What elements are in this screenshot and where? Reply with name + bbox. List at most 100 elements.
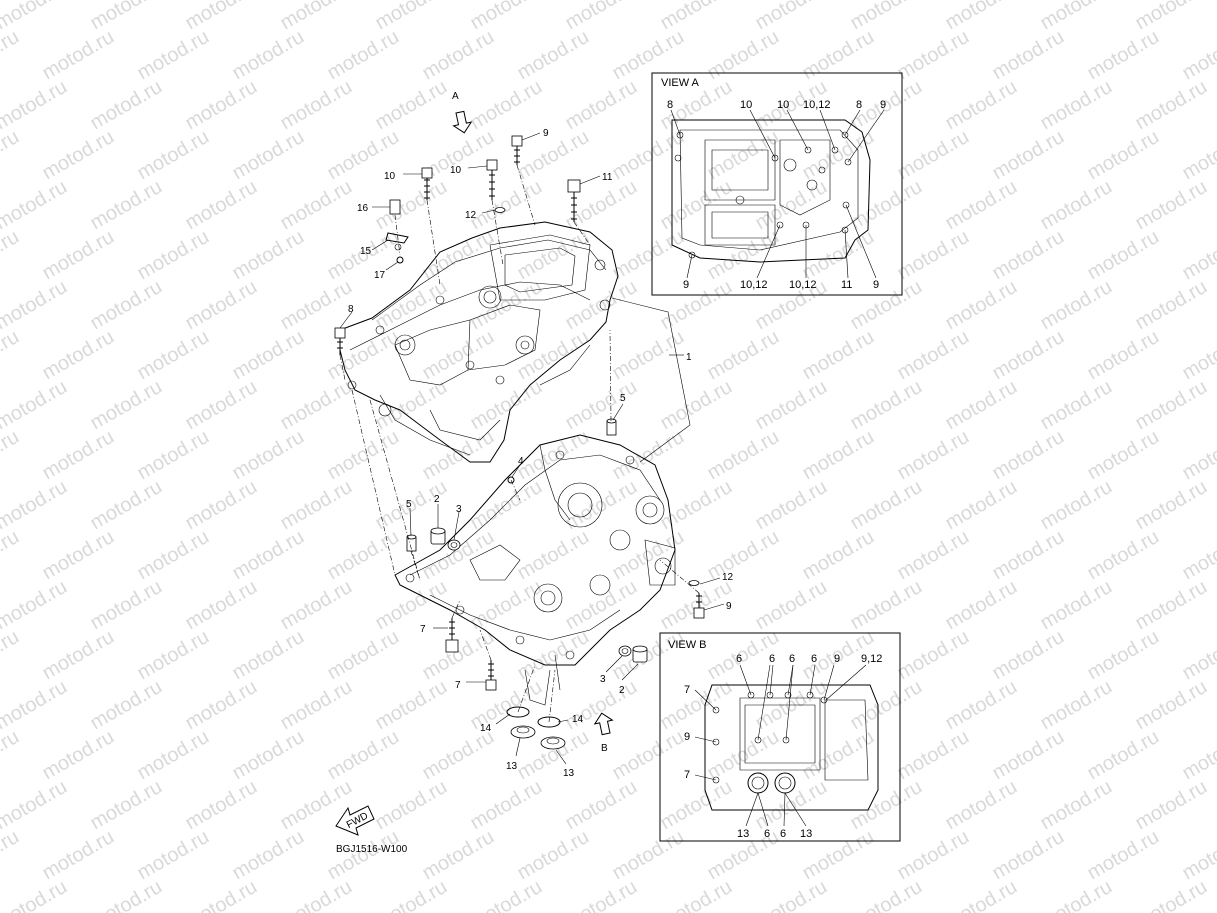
- watermark-text: motod.ru: [942, 0, 1021, 34]
- view-a-label-8: 8: [856, 99, 862, 111]
- watermark-text: motod.ru: [182, 576, 261, 635]
- view-a-panel: [651, 72, 903, 296]
- watermark-text: motod.ru: [419, 826, 498, 885]
- watermark-text: motod.ru: [942, 376, 1021, 435]
- watermark-text: motod.ru: [942, 76, 1021, 135]
- watermark-text: motod.ru: [514, 26, 593, 85]
- watermark-text: motod.ru: [514, 226, 593, 285]
- watermark-text: motod.ru: [134, 826, 213, 885]
- watermark-text: motod.ru: [134, 26, 213, 85]
- watermark-text: motod.ru: [419, 626, 498, 685]
- watermark-text: motod.ru: [942, 876, 1021, 913]
- watermark-text: motod.ru: [467, 376, 546, 435]
- watermark-text: motod.ru: [609, 426, 688, 485]
- watermark-text: motod.ru: [277, 576, 356, 635]
- callout-13: 13: [506, 761, 518, 772]
- watermark-text: motod.ru: [134, 526, 213, 585]
- watermark-text: motod.ru: [1084, 226, 1163, 285]
- view-b-label-6: 6: [769, 653, 775, 665]
- callout-12: 12: [722, 572, 734, 583]
- watermark-text: motod.ru: [39, 826, 118, 885]
- watermark-text: motod.ru: [942, 776, 1021, 835]
- fwd-arrow-icon: [335, 805, 375, 836]
- watermark-text: motod.ru: [134, 726, 213, 785]
- watermark-text: motod.ru: [894, 426, 973, 485]
- watermark-text: motod.ru: [1037, 76, 1116, 135]
- view-a-title: VIEW A: [661, 77, 700, 89]
- watermark-text: motod.ru: [989, 326, 1068, 385]
- watermark-text: motod.ru: [989, 726, 1068, 785]
- watermark-text: motod.ru: [87, 0, 166, 34]
- watermark-text: motod.ru: [467, 476, 546, 535]
- watermark-text: motod.ru: [1037, 176, 1116, 235]
- watermark-text: motod.ru: [87, 876, 166, 913]
- watermark-text: motod.ru: [514, 526, 593, 585]
- callout-11: 11: [602, 172, 613, 183]
- watermark-text: motod.ru: [942, 176, 1021, 235]
- watermark-text: motod.ru: [894, 626, 973, 685]
- view-b-label-13: 13: [800, 828, 812, 840]
- arrow-a-icon: [452, 110, 473, 134]
- watermark-text: motod.ru: [324, 726, 403, 785]
- watermark-text: motod.ru: [134, 126, 213, 185]
- view-b-label-9-12: 9,12: [861, 653, 882, 665]
- watermark-text: motod.ru: [847, 376, 926, 435]
- watermark-text: motod.ru: [277, 76, 356, 135]
- watermark-text: motod.ru: [229, 626, 308, 685]
- callout-3: 3: [456, 504, 462, 515]
- watermark-text: motod.ru: [704, 126, 783, 185]
- watermark-text: motod.ru: [1179, 726, 1217, 785]
- watermark-text: motod.ru: [562, 76, 641, 135]
- watermark-text: motod.ru: [1037, 576, 1116, 635]
- callout-8: 8: [348, 304, 354, 315]
- watermark-text: motod.ru: [39, 226, 118, 285]
- watermark-text: motod.ru: [182, 476, 261, 535]
- watermark-text: motod.ru: [134, 426, 213, 485]
- watermark-text: motod.ru: [894, 726, 973, 785]
- watermark-text: motod.ru: [704, 426, 783, 485]
- watermark-text: motod.ru: [1132, 576, 1211, 635]
- watermark-text: motod.ru: [87, 776, 166, 835]
- view-a-label-10: 10: [740, 99, 752, 111]
- watermark-text: motod.ru: [562, 476, 641, 535]
- view-a-label-11: 11: [841, 279, 852, 291]
- watermark-text: motod.ru: [562, 876, 641, 913]
- callout-9: 9: [543, 128, 549, 139]
- watermark-text: motod.ru: [704, 26, 783, 85]
- watermark-text: motod.ru: [609, 626, 688, 685]
- watermark-text: motod.ru: [609, 126, 688, 185]
- watermark-text: motod.ru: [87, 276, 166, 335]
- arrow-a-label: A: [452, 91, 459, 102]
- callout-16: 16: [357, 203, 369, 214]
- watermark-text: motod.ru: [0, 876, 71, 913]
- watermark-text: motod.ru: [0, 226, 23, 285]
- watermark-text: motod.ru: [1084, 126, 1163, 185]
- callout-5: 5: [406, 499, 412, 510]
- watermark-text: motod.ru: [229, 126, 308, 185]
- plugs-and-orings: [506, 706, 566, 750]
- fwd-label: FWD: [345, 811, 370, 831]
- view-b-title: VIEW B: [668, 639, 707, 651]
- watermark-text: motod.ru: [182, 76, 261, 135]
- view-b-label-6: 6: [780, 828, 786, 840]
- watermark-text: motod.ru: [894, 26, 973, 85]
- view-b-label-6: 6: [764, 828, 770, 840]
- watermark-text: motod.ru: [704, 726, 783, 785]
- watermark-text: motod.ru: [799, 526, 878, 585]
- watermark-text: motod.ru: [1132, 176, 1211, 235]
- watermark-text: motod.ru: [39, 26, 118, 85]
- watermark-text: motod.ru: [799, 26, 878, 85]
- view-b-label-13: 13: [737, 828, 749, 840]
- watermark-text: motod.ru: [277, 176, 356, 235]
- callout-14: 14: [572, 714, 584, 725]
- view-a-label-10-12: 10,12: [789, 279, 817, 291]
- view-b-label-6: 6: [811, 653, 817, 665]
- watermark-text: motod.ru: [562, 776, 641, 835]
- watermark-text: motod.ru: [752, 876, 831, 913]
- view-a-label-9: 9: [873, 279, 879, 291]
- watermark-text: motod.ru: [1037, 276, 1116, 335]
- watermark-text: motod.ru: [989, 826, 1068, 885]
- watermark-text: motod.ru: [942, 476, 1021, 535]
- callout-1: 1: [686, 352, 692, 363]
- watermark-text: motod.ru: [229, 226, 308, 285]
